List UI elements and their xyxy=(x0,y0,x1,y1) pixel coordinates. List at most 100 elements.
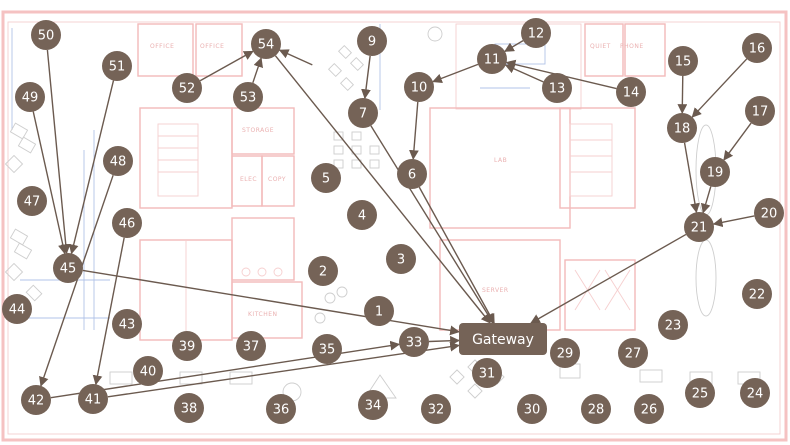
node-5[interactable]: 5 xyxy=(311,163,341,193)
node-circle-21[interactable] xyxy=(684,212,714,242)
node-circle-3[interactable] xyxy=(386,244,416,274)
node-circle-22[interactable] xyxy=(742,279,772,309)
node-circle-41[interactable] xyxy=(78,384,108,414)
node-35[interactable]: 35 xyxy=(312,334,342,364)
node-circle-46[interactable] xyxy=(112,208,142,238)
node-circle-19[interactable] xyxy=(700,157,730,187)
node-42[interactable]: 42 xyxy=(21,385,51,415)
node-28[interactable]: 28 xyxy=(581,394,611,424)
node-circle-17[interactable] xyxy=(745,96,775,126)
node-24[interactable]: 24 xyxy=(740,378,770,408)
node-circle-15[interactable] xyxy=(668,46,698,76)
node-25[interactable]: 25 xyxy=(685,378,715,408)
node-43[interactable]: 43 xyxy=(112,309,142,339)
node-circle-28[interactable] xyxy=(581,394,611,424)
node-47[interactable]: 47 xyxy=(17,186,47,216)
node-circle-36[interactable] xyxy=(266,394,296,424)
node-26[interactable]: 26 xyxy=(634,394,664,424)
node-17[interactable]: 17 xyxy=(745,96,775,126)
node-53[interactable]: 53 xyxy=(233,82,263,112)
node-19[interactable]: 19 xyxy=(700,157,730,187)
node-circle-20[interactable] xyxy=(754,198,784,228)
node-circle-52[interactable] xyxy=(172,73,202,103)
node-circle-32[interactable] xyxy=(421,394,451,424)
node-circle-9[interactable] xyxy=(357,26,387,56)
node-39[interactable]: 39 xyxy=(172,331,202,361)
node-circle-24[interactable] xyxy=(740,378,770,408)
node-21[interactable]: 21 xyxy=(684,212,714,242)
node-44[interactable]: 44 xyxy=(2,294,32,324)
node-circle-27[interactable] xyxy=(618,338,648,368)
node-51[interactable]: 51 xyxy=(102,51,132,81)
node-12[interactable]: 12 xyxy=(521,18,551,48)
node-33[interactable]: 33 xyxy=(399,327,429,357)
node-circle-33[interactable] xyxy=(399,327,429,357)
node-22[interactable]: 22 xyxy=(742,279,772,309)
node-circle-49[interactable] xyxy=(15,82,45,112)
node-32[interactable]: 32 xyxy=(421,394,451,424)
gateway-box[interactable] xyxy=(459,323,547,355)
node-34[interactable]: 34 xyxy=(358,390,388,420)
node-circle-38[interactable] xyxy=(174,393,204,423)
node-circle-31[interactable] xyxy=(472,358,502,388)
node-circle-12[interactable] xyxy=(521,18,551,48)
gateway-node[interactable]: Gateway xyxy=(459,323,547,355)
node-18[interactable]: 18 xyxy=(667,113,697,143)
node-circle-7[interactable] xyxy=(348,98,378,128)
node-54[interactable]: 54 xyxy=(251,29,281,59)
node-29[interactable]: 29 xyxy=(550,338,580,368)
node-49[interactable]: 49 xyxy=(15,82,45,112)
node-36[interactable]: 36 xyxy=(266,394,296,424)
node-circle-43[interactable] xyxy=(112,309,142,339)
node-circle-47[interactable] xyxy=(17,186,47,216)
node-20[interactable]: 20 xyxy=(754,198,784,228)
node-2[interactable]: 2 xyxy=(308,256,338,286)
node-circle-4[interactable] xyxy=(347,200,377,230)
node-circle-10[interactable] xyxy=(404,72,434,102)
node-50[interactable]: 50 xyxy=(31,20,61,50)
node-6[interactable]: 6 xyxy=(397,159,427,189)
node-38[interactable]: 38 xyxy=(174,393,204,423)
node-circle-37[interactable] xyxy=(236,331,266,361)
node-circle-14[interactable] xyxy=(616,77,646,107)
node-48[interactable]: 48 xyxy=(103,146,133,176)
node-circle-1[interactable] xyxy=(364,296,394,326)
node-circle-51[interactable] xyxy=(102,51,132,81)
node-circle-18[interactable] xyxy=(667,113,697,143)
node-circle-34[interactable] xyxy=(358,390,388,420)
node-circle-23[interactable] xyxy=(658,310,688,340)
node-4[interactable]: 4 xyxy=(347,200,377,230)
node-1[interactable]: 1 xyxy=(364,296,394,326)
node-circle-35[interactable] xyxy=(312,334,342,364)
node-circle-44[interactable] xyxy=(2,294,32,324)
node-circle-2[interactable] xyxy=(308,256,338,286)
node-11[interactable]: 11 xyxy=(477,44,507,74)
node-circle-30[interactable] xyxy=(517,394,547,424)
node-circle-26[interactable] xyxy=(634,394,664,424)
node-40[interactable]: 40 xyxy=(133,356,163,386)
node-circle-54[interactable] xyxy=(251,29,281,59)
node-10[interactable]: 10 xyxy=(404,72,434,102)
node-46[interactable]: 46 xyxy=(112,208,142,238)
node-30[interactable]: 30 xyxy=(517,394,547,424)
node-circle-40[interactable] xyxy=(133,356,163,386)
node-52[interactable]: 52 xyxy=(172,73,202,103)
node-37[interactable]: 37 xyxy=(236,331,266,361)
node-circle-16[interactable] xyxy=(742,33,772,63)
node-circle-13[interactable] xyxy=(542,73,572,103)
node-3[interactable]: 3 xyxy=(386,244,416,274)
node-31[interactable]: 31 xyxy=(472,358,502,388)
node-circle-11[interactable] xyxy=(477,44,507,74)
node-circle-6[interactable] xyxy=(397,159,427,189)
node-27[interactable]: 27 xyxy=(618,338,648,368)
node-circle-48[interactable] xyxy=(103,146,133,176)
node-23[interactable]: 23 xyxy=(658,310,688,340)
node-circle-29[interactable] xyxy=(550,338,580,368)
node-circle-53[interactable] xyxy=(233,82,263,112)
node-circle-39[interactable] xyxy=(172,331,202,361)
node-14[interactable]: 14 xyxy=(616,77,646,107)
node-9[interactable]: 9 xyxy=(357,26,387,56)
node-45[interactable]: 45 xyxy=(53,253,83,283)
node-circle-5[interactable] xyxy=(311,163,341,193)
node-circle-42[interactable] xyxy=(21,385,51,415)
